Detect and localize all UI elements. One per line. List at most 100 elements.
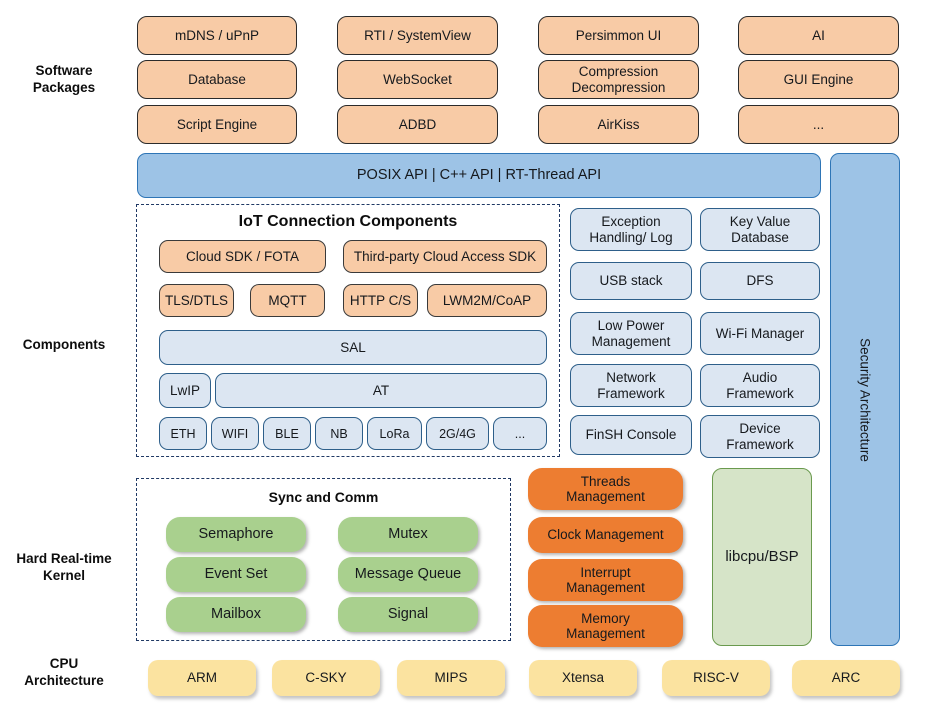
iot-lwm2m-coap[interactable]: LWM2M/CoAP <box>427 284 547 317</box>
kernel-threads-management[interactable]: Threads Management <box>528 468 683 510</box>
component-finsh-console[interactable]: FinSH Console <box>570 415 692 455</box>
package-more[interactable]: ... <box>738 105 899 144</box>
security-architecture-label: Security Architecture <box>857 337 873 462</box>
iot-mqtt[interactable]: MQTT <box>250 284 325 317</box>
iot-item-label: 2G/4G <box>439 426 476 441</box>
kernel-label-line1: Memory <box>581 610 630 626</box>
component-label-line1: Key Value <box>729 214 791 230</box>
cpu-arch-risc-v[interactable]: RISC-V <box>662 660 770 696</box>
sync-event-set[interactable]: Event Set <box>166 557 306 592</box>
package-label-line1: Compression <box>578 64 659 80</box>
package-label: AI <box>812 27 825 43</box>
component-audio-framework[interactable]: Audio Framework <box>700 364 820 407</box>
iot-link-nb[interactable]: NB <box>315 417 363 450</box>
component-label-line2: Framework <box>726 436 794 452</box>
component-exception-handling-log[interactable]: Exception Handling/ Log <box>570 208 692 251</box>
iot-tls-dtls[interactable]: TLS/DTLS <box>159 284 234 317</box>
component-label-line1: Exception <box>601 214 661 230</box>
iot-lwip[interactable]: LwIP <box>159 373 211 408</box>
iot-sal[interactable]: SAL <box>159 330 547 365</box>
component-label: FinSH Console <box>585 427 677 443</box>
iot-item-label: AT <box>372 382 390 398</box>
iot-item-label: LoRa <box>379 426 410 441</box>
component-network-framework[interactable]: Network Framework <box>570 364 692 407</box>
kernel-clock-management[interactable]: Clock Management <box>528 517 683 553</box>
iot-link-wifi[interactable]: WIFI <box>211 417 259 450</box>
row-label-software-line2: Packages <box>32 79 96 95</box>
component-wifi-manager[interactable]: Wi-Fi Manager <box>700 312 820 355</box>
iot-item-label: ... <box>514 426 526 441</box>
iot-item-label: MQTT <box>268 292 307 308</box>
sync-message-queue[interactable]: Message Queue <box>338 557 478 592</box>
cpu-arch-mips[interactable]: MIPS <box>397 660 505 696</box>
iot-link-2g-4g[interactable]: 2G/4G <box>426 417 489 450</box>
iot-third-party-cloud-access-sdk[interactable]: Third-party Cloud Access SDK <box>343 240 547 273</box>
kernel-label-line2: Management <box>566 626 645 641</box>
iot-item-label: BLE <box>275 426 299 441</box>
package-label: RTI / SystemView <box>364 27 471 43</box>
api-bar[interactable]: POSIX API | C++ API | RT-Thread API <box>137 153 821 198</box>
security-architecture-bar[interactable]: Security Architecture <box>830 153 900 646</box>
component-label-line2: Framework <box>597 385 665 401</box>
package-label-line2: Decompression <box>571 79 666 95</box>
package-airkiss[interactable]: AirKiss <box>538 105 699 144</box>
sync-item-label: Message Queue <box>354 566 462 583</box>
iot-item-label: WIFI <box>221 426 249 441</box>
iot-item-label: ETH <box>170 426 196 441</box>
kernel-interrupt-management[interactable]: Interrupt Management <box>528 559 683 601</box>
sync-semaphore[interactable]: Semaphore <box>166 517 306 552</box>
cpu-arch-label: C-SKY <box>305 670 347 686</box>
sync-item-label: Signal <box>387 606 429 623</box>
package-script-engine[interactable]: Script Engine <box>137 105 297 144</box>
component-usb-stack[interactable]: USB stack <box>570 262 692 300</box>
iot-connection-components-group: IoT Connection Components <box>136 204 560 457</box>
iot-link-lora[interactable]: LoRa <box>367 417 422 450</box>
iot-item-label: SAL <box>340 339 366 355</box>
component-device-framework[interactable]: Device Framework <box>700 415 820 458</box>
package-label: Persimmon UI <box>575 27 662 43</box>
row-label-kernel-line2: Kernel <box>42 567 86 583</box>
kernel-label-line1: Threads <box>580 473 631 489</box>
iot-link-ble[interactable]: BLE <box>263 417 311 450</box>
package-websocket[interactable]: WebSocket <box>337 60 498 99</box>
component-low-power-management[interactable]: Low Power Management <box>570 312 692 355</box>
cpu-arch-c-sky[interactable]: C-SKY <box>272 660 380 696</box>
package-label: AirKiss <box>597 116 640 132</box>
component-label-line2: Handling/ Log <box>589 229 673 245</box>
package-label: ADBD <box>398 116 437 132</box>
package-ai[interactable]: AI <box>738 16 899 55</box>
sync-signal[interactable]: Signal <box>338 597 478 632</box>
component-label-line1: Low Power <box>597 318 665 334</box>
package-compression-decompression[interactable]: Compression Decompression <box>538 60 699 99</box>
sync-and-comm-group: Sync and Comm <box>136 478 511 641</box>
row-label-kernel-line1: Hard Real-time <box>16 551 112 566</box>
package-adbd[interactable]: ADBD <box>337 105 498 144</box>
iot-item-label: Cloud SDK / FOTA <box>185 248 300 264</box>
cpu-arch-arc[interactable]: ARC <box>792 660 900 696</box>
iot-at[interactable]: AT <box>215 373 547 408</box>
libcpu-bsp-block[interactable]: libcpu/BSP <box>712 468 812 646</box>
package-gui-engine[interactable]: GUI Engine <box>738 60 899 99</box>
libcpu-bsp-label: libcpu/BSP <box>725 547 799 565</box>
package-persimmon-ui[interactable]: Persimmon UI <box>538 16 699 55</box>
row-label-components: Components <box>2 337 126 354</box>
package-label: WebSocket <box>383 71 452 87</box>
package-mdns-upnp[interactable]: mDNS / uPnP <box>137 16 297 55</box>
sync-mailbox[interactable]: Mailbox <box>166 597 306 632</box>
sync-mutex[interactable]: Mutex <box>338 517 478 552</box>
iot-cloud-sdk-fota[interactable]: Cloud SDK / FOTA <box>159 240 326 273</box>
cpu-arch-arm[interactable]: ARM <box>148 660 256 696</box>
component-key-value-database[interactable]: Key Value Database <box>700 208 820 251</box>
sync-item-label: Semaphore <box>198 526 274 543</box>
kernel-memory-management[interactable]: Memory Management <box>528 605 683 647</box>
package-database[interactable]: Database <box>137 60 297 99</box>
iot-link-more[interactable]: ... <box>493 417 547 450</box>
component-dfs[interactable]: DFS <box>700 262 820 300</box>
iot-http-cs[interactable]: HTTP C/S <box>343 284 418 317</box>
row-label-components-text: Components <box>22 337 106 352</box>
iot-link-eth[interactable]: ETH <box>159 417 207 450</box>
cpu-arch-xtensa[interactable]: Xtensa <box>529 660 637 696</box>
package-rti-systemview[interactable]: RTI / SystemView <box>337 16 498 55</box>
component-label-line2: Framework <box>726 385 794 401</box>
